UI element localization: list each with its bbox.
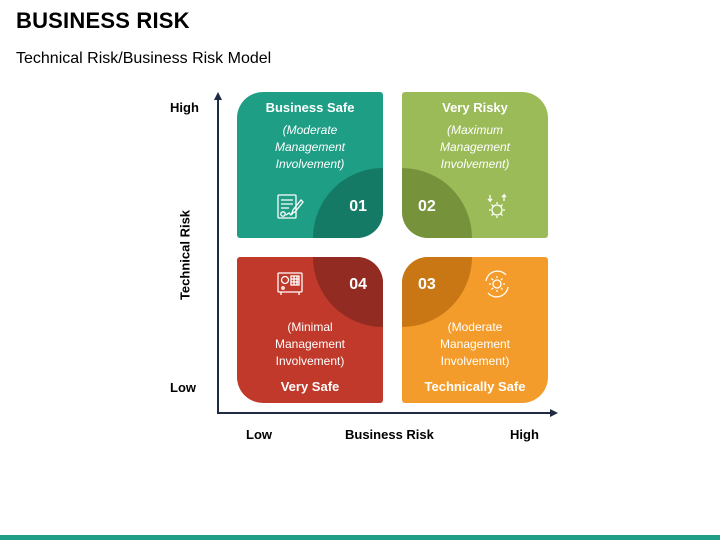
x-axis-title: Business Risk — [345, 427, 434, 442]
page-subtitle: Technical Risk/Business Risk Model — [16, 50, 272, 67]
quadrant-description: (Minimal Management Involvement) — [274, 320, 346, 368]
x-axis-low-label: Low — [246, 427, 272, 442]
page-title: BUSINESS RISK — [16, 8, 190, 33]
gear-process-icon — [487, 193, 507, 218]
quadrant-number: 02 — [418, 198, 436, 215]
y-axis-title: Technical Risk — [177, 209, 193, 301]
quadrant-number: 04 — [349, 276, 367, 293]
quadrant-technically-safe: 03 (Moderate Management Involvement) Tec… — [402, 257, 548, 403]
quadrant-business-safe: Business Safe (Moderate Management Invol… — [237, 92, 383, 238]
quadrant-number: 01 — [349, 198, 367, 215]
quadrant-description: (Moderate Management Involvement) — [274, 123, 346, 171]
quadrant-title: Very Risky — [442, 100, 508, 115]
x-axis-high-label: High — [510, 427, 539, 442]
number-corner — [313, 257, 383, 327]
safe-vault-icon — [277, 272, 303, 295]
contract-signature-icon — [277, 194, 304, 219]
quadrant-description: (Moderate Management Involvement) — [439, 320, 511, 368]
y-axis-high-label: High — [170, 100, 199, 115]
y-axis-low-label: Low — [170, 380, 196, 395]
bottom-accent-bar — [0, 535, 720, 540]
number-corner — [313, 168, 383, 238]
number-corner — [402, 257, 472, 327]
gear-cycle-icon — [485, 270, 509, 298]
quadrant-very-safe: 04 (Minimal Management Involvement) Very… — [237, 257, 383, 403]
quadrant-description: (Maximum Management Involvement) — [439, 123, 511, 171]
quadrant-very-risky: Very Risky (Maximum Management Involveme… — [402, 92, 548, 238]
quadrant-title: Technically Safe — [424, 379, 526, 394]
quadrant-title: Very Safe — [280, 379, 340, 394]
quadrant-number: 03 — [418, 276, 436, 293]
quadrant-title: Business Safe — [265, 100, 355, 115]
number-corner — [402, 168, 472, 238]
